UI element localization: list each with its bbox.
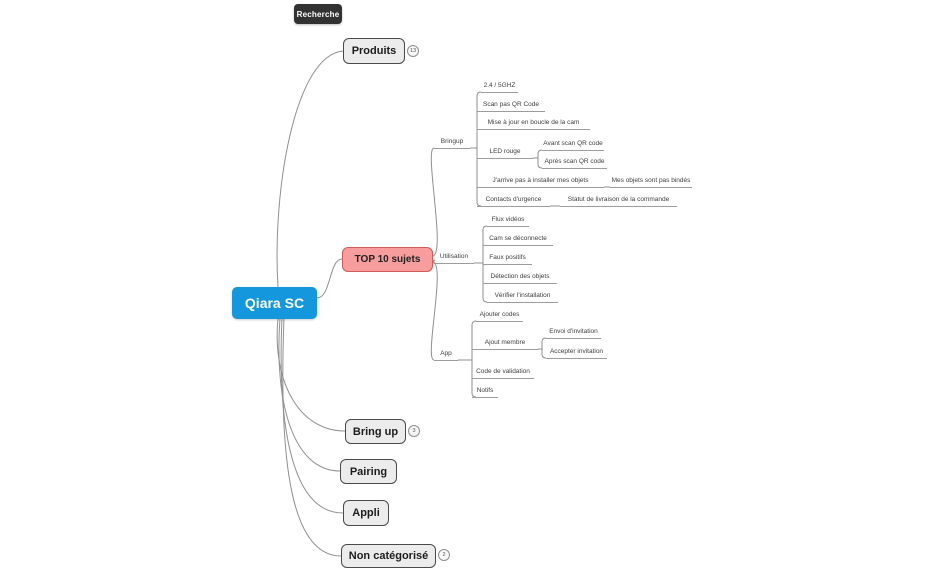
leaf-objets-pas-bindes[interactable]: Mes objets sont pas bindés bbox=[610, 175, 692, 188]
branch-node-bring-up[interactable]: Bring up bbox=[345, 419, 406, 444]
leaf-notifs[interactable]: Notifs bbox=[472, 385, 498, 398]
leaf-detection-des-objets[interactable]: Détection des objets bbox=[483, 271, 557, 284]
leaf-mise-a-jour-boucle-cam[interactable]: Mise à jour en boucle de la cam bbox=[477, 117, 590, 130]
leaf-24-5ghz[interactable]: 2.4 / 5GHZ bbox=[481, 80, 518, 93]
collapsed-count-badge-bring-up[interactable]: 3 bbox=[408, 425, 420, 437]
branch-node-non-categorise[interactable]: Non catégorisé bbox=[341, 544, 436, 568]
leaf-cam-se-deconnecte[interactable]: Cam se déconnecte bbox=[483, 233, 553, 246]
leaf-faux-positifs[interactable]: Faux positifs bbox=[483, 252, 532, 265]
branch-node-pairing[interactable]: Pairing bbox=[340, 459, 397, 484]
leaf-flux-videos[interactable]: Flux vidéos bbox=[487, 214, 529, 227]
leaf-envoi-invitation[interactable]: Envoi d'invitation bbox=[546, 326, 601, 339]
leaf-ajout-membre[interactable]: Ajout membre bbox=[472, 337, 538, 350]
branch-node-appli[interactable]: Appli bbox=[343, 500, 389, 526]
branch-node-produits[interactable]: Produits bbox=[343, 38, 405, 64]
subtopic-app[interactable]: App bbox=[434, 348, 458, 361]
leaf-accepter-invitation[interactable]: Accepter invitation bbox=[546, 346, 607, 359]
leaf-verifier-installation[interactable]: Vérifier l'installation bbox=[487, 290, 558, 303]
leaf-scan-pas-qr-code[interactable]: Scan pas QR Code bbox=[477, 99, 545, 112]
search-button[interactable]: Recherche bbox=[294, 4, 342, 24]
subtopic-bringup[interactable]: Bringup bbox=[434, 136, 470, 149]
root-node-qiara-sc[interactable]: Qiara SC bbox=[232, 287, 317, 319]
leaf-led-rouge[interactable]: LED rouge bbox=[477, 146, 533, 159]
branch-node-top-10-sujets[interactable]: TOP 10 sujets bbox=[342, 247, 433, 272]
leaf-statut-livraison-commande[interactable]: Statut de livraison de la commande bbox=[560, 194, 677, 207]
collapsed-count-badge-produits[interactable]: 13 bbox=[407, 45, 419, 57]
leaf-code-de-validation[interactable]: Code de validation bbox=[472, 366, 534, 379]
subtopic-utilisation[interactable]: Utilisation bbox=[434, 251, 474, 264]
leaf-avant-scan-qr-code[interactable]: Avant scan QR code bbox=[542, 138, 604, 151]
leaf-apres-scan-qr-code[interactable]: Après scan QR code bbox=[542, 156, 607, 169]
collapsed-count-badge-non-categorise[interactable]: 2 bbox=[438, 549, 450, 561]
leaf-ajouter-codes[interactable]: Ajouter codes bbox=[476, 309, 523, 322]
leaf-contacts-urgence[interactable]: Contacts d'urgence bbox=[477, 194, 550, 207]
leaf-jarrive-pas-installer[interactable]: J'arrive pas à installer mes objets bbox=[477, 175, 604, 188]
